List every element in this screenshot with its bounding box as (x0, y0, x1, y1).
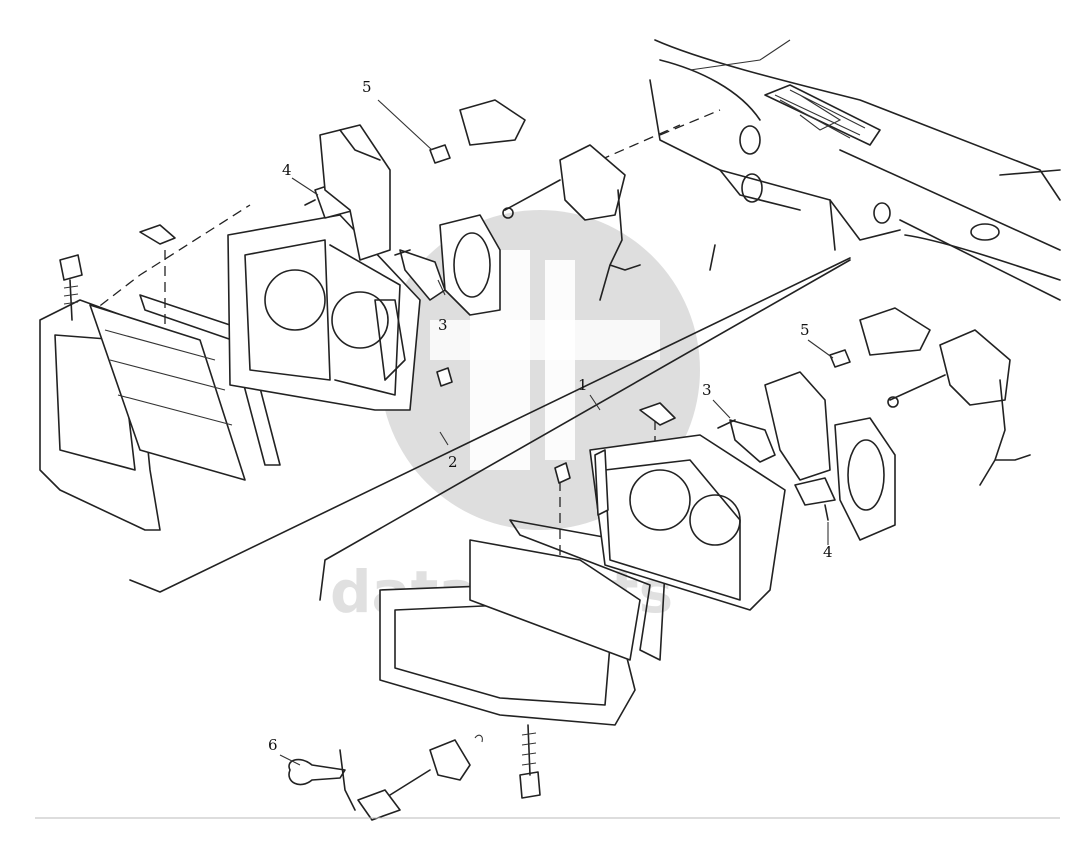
callout-5-top: 5 (362, 78, 372, 96)
left-upper-components (304, 99, 641, 316)
left-housing-cover (319, 124, 391, 261)
right-lens (469, 539, 641, 661)
callout-leaders (279, 99, 834, 766)
vehicle-front-body (649, 39, 1061, 301)
left-connector (459, 99, 526, 146)
left-cap (436, 367, 453, 387)
leader-lines (74, 109, 851, 601)
left-level-motor (559, 144, 626, 221)
callout-4-right: 4 (823, 543, 833, 561)
right-top-clip (639, 402, 676, 426)
key-lock-parts (288, 734, 483, 821)
callout-5-right: 5 (800, 321, 810, 339)
left-lamp-5 (429, 144, 451, 164)
lock-cylinder (357, 789, 401, 821)
callout-3-top: 3 (438, 316, 448, 334)
right-lamp-5 (829, 349, 851, 368)
left-bulb-3 (399, 249, 446, 301)
callout-4-top: 4 (282, 161, 292, 179)
right-screw (519, 724, 541, 799)
right-adjuster (594, 449, 609, 516)
right-level-motor (939, 329, 1011, 406)
callout-6: 6 (268, 736, 278, 754)
right-ring (834, 417, 896, 541)
left-ring (439, 214, 501, 316)
callout-3-right: 3 (702, 381, 712, 399)
left-screw (59, 254, 83, 321)
right-bulb-3 (729, 419, 776, 463)
lock-housing (429, 739, 471, 781)
right-bulb-4 (794, 477, 836, 506)
left-headlamp-assembly (39, 214, 453, 531)
right-headlamp-assembly (379, 307, 1031, 799)
right-housing-cover (764, 371, 831, 481)
callout-1: 1 (578, 376, 588, 394)
right-cap (554, 462, 571, 484)
right-connector (859, 307, 931, 356)
callout-labels: 5 4 3 2 1 5 3 4 6 (268, 78, 833, 754)
left-lens (89, 304, 246, 481)
left-top-clip (139, 224, 176, 245)
left-headlamp-unit (227, 214, 421, 411)
callout-2: 2 (448, 453, 458, 471)
